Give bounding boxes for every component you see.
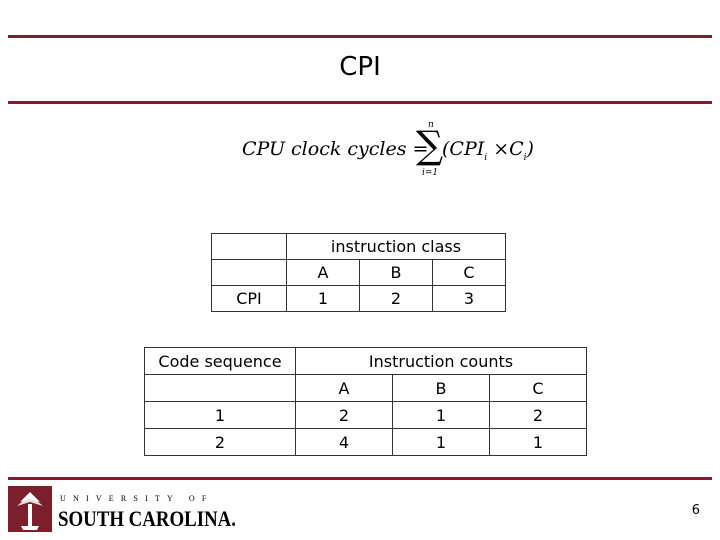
count-cell: 2: [295, 401, 393, 429]
summation-symbol: ∑: [416, 123, 444, 167]
code-sequence-header: Code sequence: [144, 347, 296, 375]
sequence-label: 2: [144, 428, 296, 456]
logo-top-text: UNIVERSITY OF: [60, 494, 214, 503]
palmetto-tree-icon: [17, 492, 43, 530]
row-label-cpi: CPI: [211, 285, 287, 312]
instruction-class-header: instruction class: [286, 233, 506, 260]
term-c: C: [509, 138, 524, 160]
table-row: A B C: [144, 374, 587, 402]
top-divider: [8, 35, 712, 38]
cpi-value-c: 3: [432, 285, 506, 312]
instruction-counts-header: Instruction counts: [295, 347, 587, 375]
count-cell: 2: [489, 401, 587, 429]
table-cell: [211, 233, 287, 260]
table-cell: [144, 374, 296, 402]
university-of-south-carolina-logo: UNIVERSITY OF SOUTH CAROLINA.: [8, 486, 236, 532]
count-cell: 1: [392, 428, 490, 456]
cpu-clock-cycles-formula: CPU clock cycles = n ∑ i=1 (CPIi ×Ci): [242, 120, 562, 186]
table-row: 2 4 1 1: [144, 428, 587, 456]
table-row: 1 2 1 2: [144, 401, 587, 429]
count-header-a: A: [295, 374, 393, 402]
count-cell: 4: [295, 428, 393, 456]
sum-lower-limit: i=1: [422, 168, 439, 178]
cpi-value-a: 1: [286, 285, 360, 312]
term-cpi-subscript: i: [484, 152, 488, 163]
table-row: A B C: [211, 259, 506, 286]
table-row: Code sequence Instruction counts: [144, 347, 587, 375]
count-header-c: C: [489, 374, 587, 402]
formula-lhs: CPU clock cycles =: [242, 138, 429, 160]
class-header-c: C: [432, 259, 506, 286]
class-header-a: A: [286, 259, 360, 286]
count-cell: 1: [489, 428, 587, 456]
table-row: instruction class: [211, 233, 506, 260]
footer-divider: [8, 477, 712, 480]
count-cell: 1: [392, 401, 490, 429]
count-header-b: B: [392, 374, 490, 402]
times-symbol: ×: [493, 138, 510, 160]
page-number: 6: [691, 503, 700, 518]
class-header-b: B: [359, 259, 433, 286]
cpi-value-b: 2: [359, 285, 433, 312]
logo-bottom-text: SOUTH CAROLINA.: [58, 506, 236, 531]
table-cell: [211, 259, 287, 286]
formula-term: (CPIi ×Ci): [442, 138, 534, 163]
slide-title: CPI: [339, 52, 381, 82]
title-divider: [8, 101, 712, 104]
sum-upper-limit: n: [428, 120, 434, 130]
term-c-subscript: i: [523, 152, 527, 163]
term-cpi: CPI: [449, 138, 485, 160]
sequence-label: 1: [144, 401, 296, 429]
cpi-table: instruction class A B C CPI 1 2 3: [211, 233, 506, 312]
instruction-counts-table: Code sequence Instruction counts A B C 1…: [144, 347, 587, 456]
table-row: CPI 1 2 3: [211, 285, 506, 312]
